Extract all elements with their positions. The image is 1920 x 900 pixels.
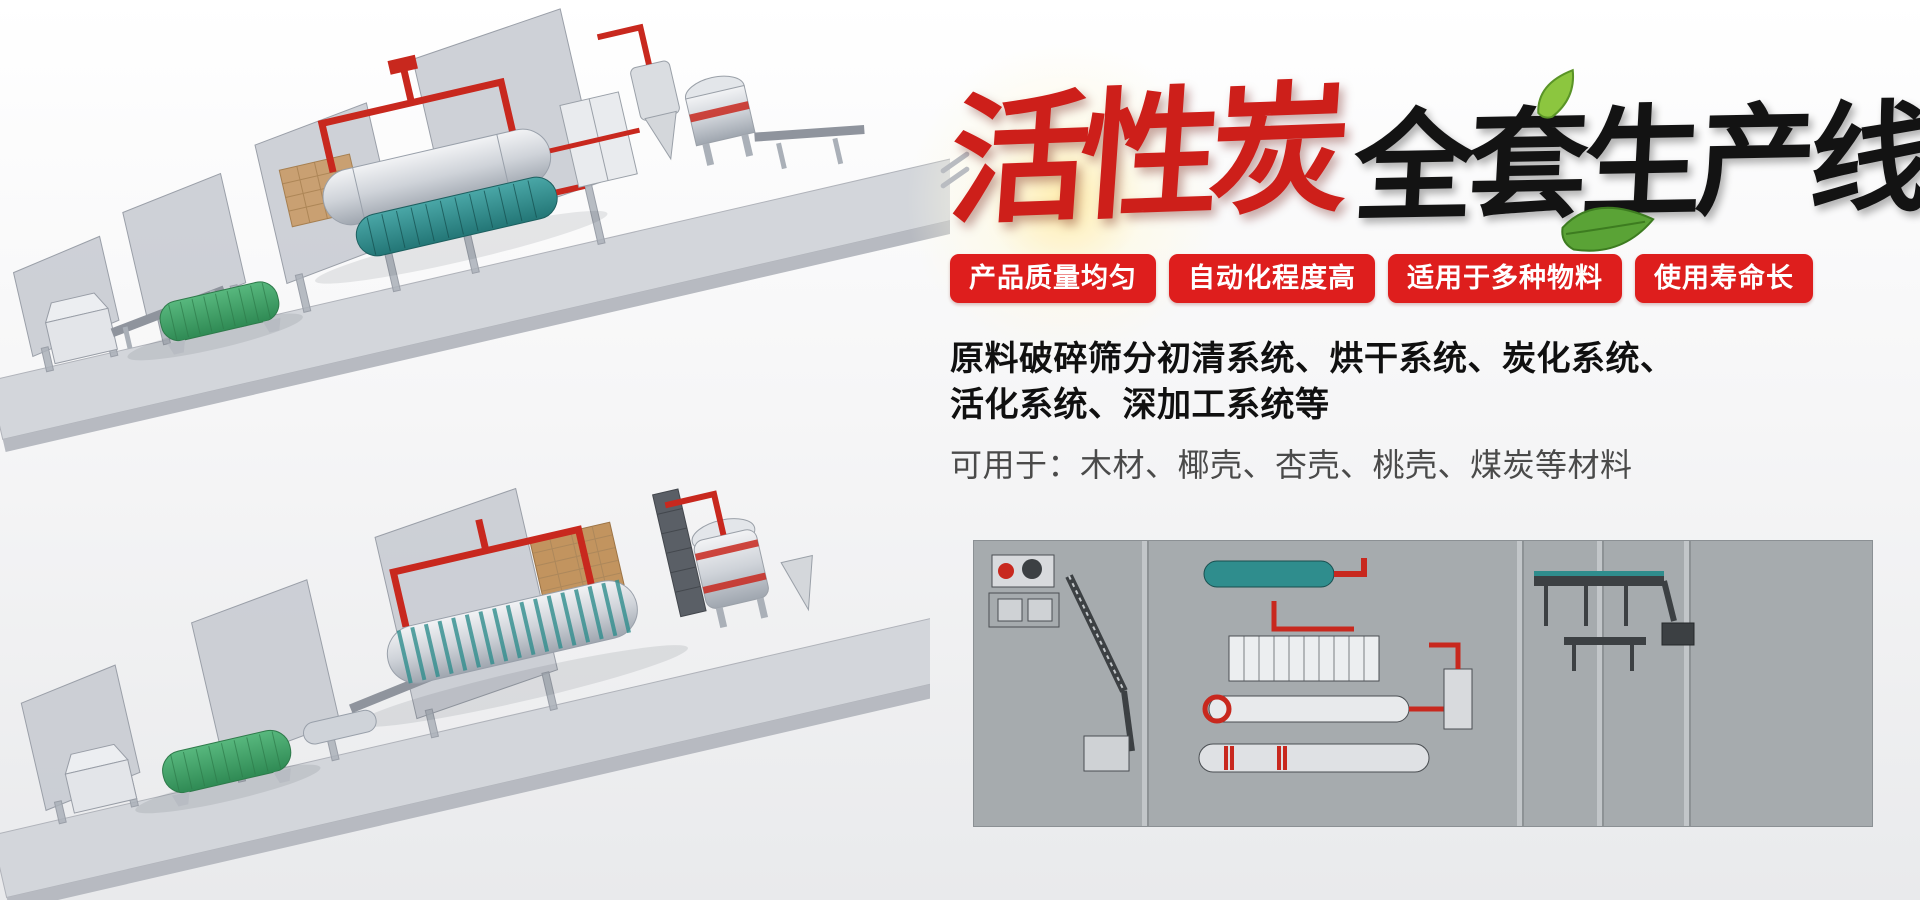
rotary-screen-drum <box>162 729 292 807</box>
activation-furnace <box>664 490 769 629</box>
description-line-1: 原料破碎筛分初清系统、烘干系统、炭化系统、 <box>950 340 1675 378</box>
badge-materials: 适用于多种物料 <box>1388 254 1622 303</box>
feed-station <box>988 554 1060 628</box>
title-black: 全套生产线 <box>1350 91 1920 237</box>
description-line-2: 活化系统、深加工系统等 <box>950 385 1330 424</box>
wall-lines <box>1142 541 1691 826</box>
production-line-render-top <box>0 8 950 453</box>
cyclone-cone <box>780 554 813 612</box>
dryer-drum-plan <box>1202 694 1447 724</box>
production-line-render-bottom <box>0 487 930 900</box>
feed-hopper <box>64 743 138 814</box>
radiator-unit <box>1228 635 1380 682</box>
rotary-dryer-drum <box>317 54 552 226</box>
hero-section: 活性炭 全套生产线 产品质量均匀 自动化程度高 适用于多种物料 使用寿命长 原料… <box>945 68 1920 486</box>
activation-furnace <box>684 75 756 166</box>
floor-slab <box>0 609 930 900</box>
badge-quality: 产品质量均匀 <box>950 254 1156 303</box>
plant-layout-diagram <box>973 540 1873 827</box>
discharge-conveyor <box>754 124 865 170</box>
cyclone-tower <box>596 23 680 161</box>
title-red: 活性炭 <box>944 69 1346 242</box>
system-description: 原料破碎筛分初清系统、烘干系统、炭化系统、 活化系统、深加工系统等 <box>950 337 1910 428</box>
applicable-materials: 可用于：木材、椰壳、杏壳、桃壳、煤炭等材料 <box>950 447 1633 484</box>
right-conveyor-section <box>1534 571 1695 671</box>
side-tower <box>1429 642 1473 730</box>
main-title: 活性炭 全套生产线 <box>945 68 1920 252</box>
badge-automation: 自动化程度高 <box>1169 254 1375 303</box>
layout-diagram-drawing <box>974 541 1872 826</box>
control-box <box>1083 735 1130 772</box>
exhaust-tower <box>652 488 707 618</box>
inclined-conveyor <box>1065 574 1135 752</box>
feed-hopper <box>44 292 119 365</box>
cooling-drum-top <box>1203 558 1367 632</box>
rotary-screen-drum <box>159 281 281 355</box>
rotary-carbonization-drum <box>386 518 638 684</box>
transfer-pipe <box>549 127 641 154</box>
carbonization-drum-plan <box>1198 743 1430 773</box>
badge-lifespan: 使用寿命长 <box>1635 254 1813 303</box>
feature-badges: 产品质量均匀 自动化程度高 适用于多种物料 使用寿命长 <box>950 254 1910 303</box>
floor-slab <box>0 153 950 453</box>
